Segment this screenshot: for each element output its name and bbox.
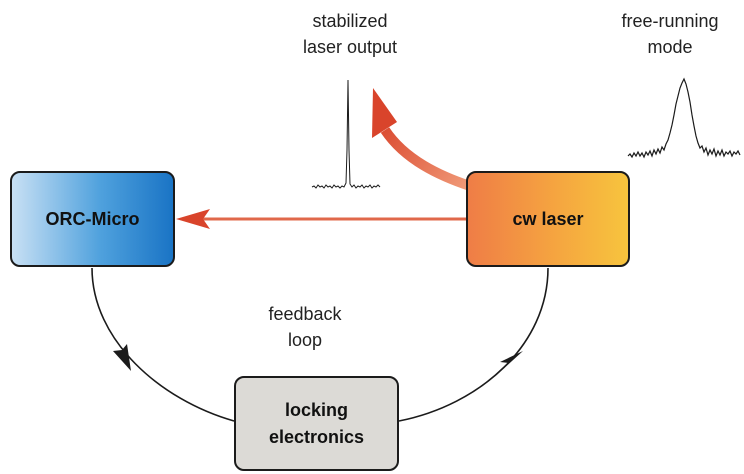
orc-micro-label: ORC-Micro: [45, 208, 140, 229]
stabilized-spectrum-trace: [311, 79, 381, 189]
locking-electronics-box: locking electronics: [234, 376, 399, 471]
cw-laser-box: cw laser: [466, 171, 630, 267]
free-running-label: free-running mode: [621, 11, 719, 57]
locking-electronics-label: locking electronics: [268, 399, 365, 447]
free-running-spectrum-trace: [627, 77, 741, 159]
orc-micro-box: ORC-Micro: [10, 171, 175, 267]
feedback-arc-left: [91, 267, 235, 422]
beam-arrow-to-orc: [176, 209, 466, 229]
stabilized-output-label: stabilized laser output: [302, 11, 398, 57]
feedback-loop-label: feedback loop: [268, 304, 342, 350]
beam-arrow-to-output: [372, 88, 472, 191]
feedback-arc-right: [398, 267, 549, 422]
cw-laser-label: cw laser: [512, 208, 584, 229]
